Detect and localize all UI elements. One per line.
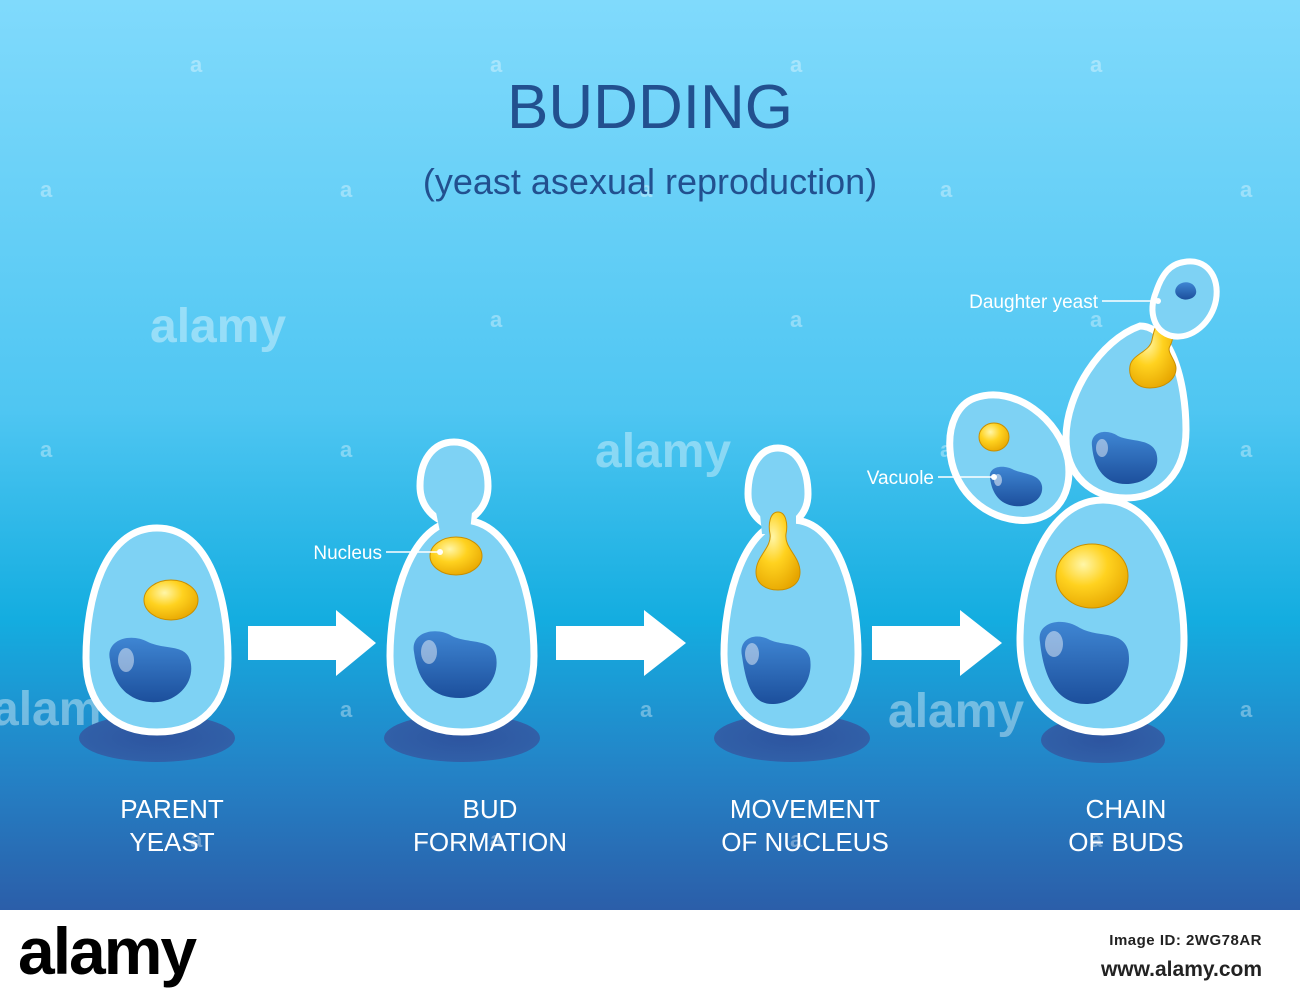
diagram-subtitle: (yeast asexual reproduction): [423, 161, 877, 202]
daughter-yeast-cell: [1149, 258, 1220, 340]
svg-text:a: a: [190, 52, 203, 77]
svg-text:a: a: [40, 437, 53, 462]
bud-formation-cell: [384, 438, 540, 762]
vacuole: [109, 637, 192, 703]
svg-text:a: a: [190, 827, 203, 852]
callout-daughter-yeast-label: Daughter yeast: [969, 292, 1099, 313]
watermark-text: alamy: [595, 425, 731, 478]
stage-label-bud-line2: FORMATION: [413, 827, 567, 857]
vacuole: [1039, 621, 1129, 704]
svg-text:a: a: [940, 177, 953, 202]
watermark-text: alamy: [150, 300, 286, 353]
svg-text:a: a: [1240, 177, 1253, 202]
chain-of-buds-cells: [946, 258, 1220, 763]
stage-label-chain-line2: OF BUDS: [1068, 827, 1184, 857]
stage-label-movement-line2: OF NUCLEUS: [721, 827, 889, 857]
svg-text:a: a: [790, 52, 803, 77]
callout-vacuole: Vacuole: [867, 468, 997, 489]
callout-vacuole-label: Vacuole: [867, 468, 934, 489]
svg-text:a: a: [340, 697, 353, 722]
vacuole-highlight: [118, 648, 134, 672]
bud: [416, 438, 492, 528]
svg-text:a: a: [1090, 827, 1103, 852]
leader-dot: [437, 549, 443, 555]
svg-text:a: a: [40, 177, 53, 202]
image-id: Image ID: 2WG78AR: [1109, 932, 1262, 949]
vacuole: [741, 636, 811, 704]
svg-text:a: a: [790, 307, 803, 332]
svg-text:a: a: [640, 697, 653, 722]
vacuole: [989, 466, 1043, 507]
footer-bar: [0, 910, 1300, 999]
nucleus: [429, 536, 483, 576]
diagram-title: BUDDING: [507, 73, 793, 142]
vacuole: [1091, 431, 1158, 484]
arrow-1: [248, 610, 376, 676]
leader-dot: [991, 474, 997, 480]
svg-text:a: a: [340, 437, 353, 462]
movement-of-nucleus-cell: [714, 444, 870, 762]
arrow-2: [556, 610, 686, 676]
callout-nucleus-label: Nucleus: [313, 543, 382, 564]
stage-label-parent-line1: PARENT: [120, 794, 224, 824]
nucleus: [1129, 321, 1177, 389]
svg-text:a: a: [1240, 437, 1253, 462]
watermark-text: alamy: [888, 685, 1024, 738]
left-bud-cell: [946, 391, 1073, 524]
arrow-3: [872, 610, 1002, 676]
site-url: www.alamy.com: [1100, 958, 1262, 981]
vacuole-highlight: [1096, 439, 1108, 457]
svg-text:a: a: [340, 177, 353, 202]
nucleus: [143, 579, 199, 621]
nucleus: [755, 511, 801, 591]
nucleus: [978, 422, 1010, 452]
callout-daughter-yeast: Daughter yeast: [969, 292, 1161, 313]
upper-bud-cell: [1062, 321, 1190, 502]
alamy-logo: alamy: [18, 914, 199, 988]
brand-text: alamy: [18, 914, 197, 988]
svg-text:a: a: [640, 177, 653, 202]
svg-text:a: a: [490, 307, 503, 332]
svg-text:a: a: [790, 827, 803, 852]
vacuole-highlight: [745, 643, 759, 665]
stage-label-bud-line1: BUD: [463, 794, 518, 824]
stage-label-chain-line1: CHAIN: [1086, 794, 1167, 824]
svg-text:a: a: [1090, 52, 1103, 77]
callout-nucleus: Nucleus: [313, 543, 443, 564]
leader-dot: [1155, 298, 1161, 304]
vacuole: [1175, 282, 1197, 300]
vacuole: [413, 631, 497, 698]
svg-text:a: a: [1240, 697, 1253, 722]
cell-shadow: [714, 714, 870, 762]
svg-text:a: a: [1090, 307, 1103, 332]
nucleus: [1055, 543, 1129, 609]
stage-labels: PARENT YEAST BUD FORMATION MOVEMENT OF N…: [120, 794, 1184, 857]
parent-yeast-cell: [79, 524, 235, 762]
svg-text:a: a: [490, 827, 503, 852]
vacuole-highlight: [421, 640, 437, 664]
bud-neck: [436, 512, 472, 532]
vacuole-highlight: [1045, 631, 1063, 657]
stage-label-parent-line2: YEAST: [129, 827, 214, 857]
stage-label-movement-line1: MOVEMENT: [730, 794, 880, 824]
svg-text:a: a: [490, 52, 503, 77]
